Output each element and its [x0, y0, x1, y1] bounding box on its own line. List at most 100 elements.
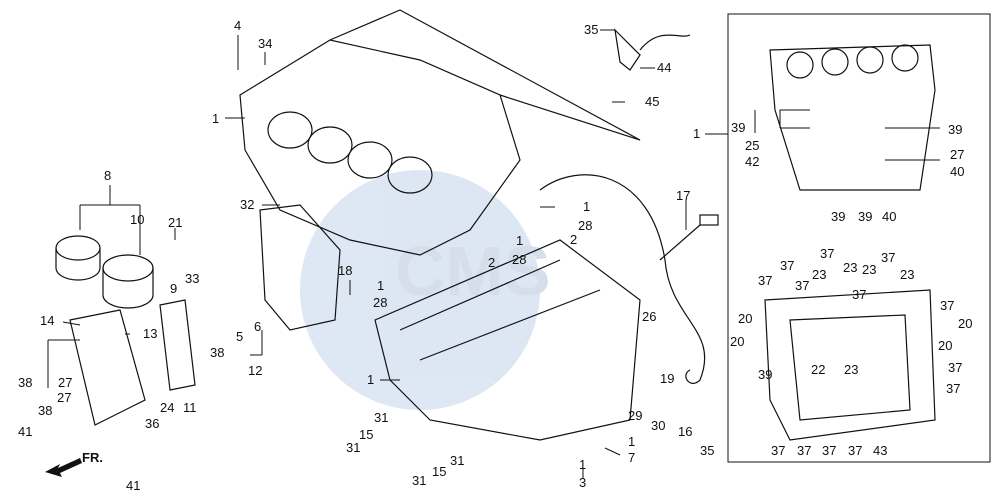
callout-37-b: 37: [758, 273, 772, 288]
callout-31-b: 31: [346, 440, 360, 455]
callout-20-c: 20: [730, 334, 744, 349]
upper-crankcase: [239, 9, 641, 256]
callout-1-f: 1: [367, 372, 374, 387]
callout-44: 44: [657, 60, 671, 75]
callout-9: 9: [170, 281, 177, 296]
callout-18: 18: [338, 263, 352, 278]
callout-1-d: 1: [516, 233, 523, 248]
callout-23-b: 23: [843, 260, 857, 275]
callout-37-f: 37: [852, 287, 866, 302]
watermark-logo: CMS: [300, 170, 551, 410]
callout-3: 3: [579, 475, 586, 490]
callout-37-a: 37: [820, 246, 834, 261]
callout-37-e: 37: [881, 250, 895, 265]
callout-2-b: 2: [488, 255, 495, 270]
callout-33: 33: [185, 271, 199, 286]
callout-23-c: 23: [862, 262, 876, 277]
callout-37-d: 37: [795, 278, 809, 293]
callout-39-b: 39: [948, 122, 962, 137]
front-direction-arrow: FR.: [45, 450, 103, 477]
callout-14: 14: [40, 313, 54, 328]
callout-31-a: 31: [374, 410, 388, 425]
callout-40-b: 40: [882, 209, 896, 224]
callout-38-c: 38: [38, 403, 52, 418]
callout-39-a: 39: [731, 120, 745, 135]
callout-23-a: 23: [812, 267, 826, 282]
callout-45: 45: [645, 94, 659, 109]
callout-7: 7: [628, 450, 635, 465]
callout-39-c: 39: [831, 209, 845, 224]
callout-37-m: 37: [848, 443, 862, 458]
callout-15-b: 15: [432, 464, 446, 479]
callout-1-b: 1: [693, 126, 700, 141]
inset-upper-case: [769, 44, 936, 191]
wiring-harness: [539, 174, 719, 384]
leader-lines: [47, 29, 940, 478]
callout-37-h: 37: [948, 360, 962, 375]
callout-10: 10: [130, 212, 144, 227]
callout-2-a: 2: [570, 232, 577, 247]
callout-24: 24: [160, 400, 174, 415]
callout-21: 21: [168, 215, 182, 230]
callout-31-d: 31: [412, 473, 426, 488]
callout-11: 11: [183, 400, 197, 415]
callout-17: 17: [676, 188, 690, 203]
callout-42: 42: [745, 154, 759, 169]
callout-32: 32: [240, 197, 254, 212]
oil-filter: [55, 235, 154, 309]
oil-cooler: [69, 299, 196, 426]
callout-27: 27: [58, 375, 72, 390]
lower-crankcase: [374, 239, 641, 441]
sensor: [614, 28, 691, 71]
callout-28-b: 28: [512, 252, 526, 267]
callout-41-a: 41: [18, 424, 32, 439]
callout-34: 34: [258, 36, 272, 51]
callout-1-g: 1: [628, 434, 635, 449]
callout-37-g: 37: [940, 298, 954, 313]
watermark-text: CMS: [395, 232, 551, 310]
callout-8: 8: [104, 168, 111, 183]
callout-43: 43: [873, 443, 887, 458]
callout-20-d: 20: [938, 338, 952, 353]
callout-37-k: 37: [797, 443, 811, 458]
callout-20-a: 20: [738, 311, 752, 326]
callout-39-e: 39: [758, 367, 772, 382]
callout-29: 29: [628, 408, 642, 423]
callout-37-c: 37: [780, 258, 794, 273]
callout-30: 30: [651, 418, 665, 433]
callout-38-b: 38: [18, 375, 32, 390]
callout-41-b: 41: [126, 478, 140, 493]
callout-37-l: 37: [822, 443, 836, 458]
callout-1-h: 1: [579, 457, 586, 472]
callout-20-b: 20: [958, 316, 972, 331]
callout-13: 13: [143, 326, 157, 341]
callout-28-a: 28: [578, 218, 592, 233]
inset-box: [727, 13, 991, 463]
callout-25: 25: [745, 138, 759, 153]
callout-6: 6: [254, 319, 261, 334]
callout-1: 1: [212, 111, 219, 126]
callout-31-c: 31: [450, 453, 464, 468]
callout-1-c: 1: [583, 199, 590, 214]
callout-37-j: 37: [771, 443, 785, 458]
callout-40-a: 40: [950, 164, 964, 179]
callout-23-e: 23: [844, 362, 858, 377]
callout-27-c: 27: [950, 147, 964, 162]
callout-36: 36: [145, 416, 159, 431]
callout-38-a: 38: [210, 345, 224, 360]
callout-35-b: 35: [700, 443, 714, 458]
callout-37-i: 37: [946, 381, 960, 396]
callout-23-d: 23: [900, 267, 914, 282]
side-cover: [259, 204, 341, 331]
callout-28-c: 28: [373, 295, 387, 310]
callout-26: 26: [642, 309, 656, 324]
callout-35-a: 35: [584, 22, 598, 37]
callout-12: 12: [248, 363, 262, 378]
front-label: FR.: [82, 450, 103, 465]
callout-1-e: 1: [377, 278, 384, 293]
callout-5: 5: [236, 329, 243, 344]
callout-16: 16: [678, 424, 692, 439]
callout-22: 22: [811, 362, 825, 377]
callout-labels: 1 4 34 8 10 21 32 33 9 14 13 18 5 6 38 1…: [18, 18, 972, 493]
